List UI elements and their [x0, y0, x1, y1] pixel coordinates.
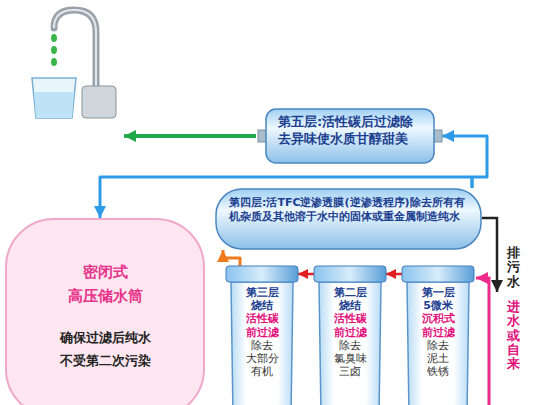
inlet-arrow: [476, 278, 489, 405]
cartridge-body: [266, 109, 434, 163]
canister-cap: [314, 266, 386, 282]
node-content: 密闭式 高压储水筒确保过滤后纯水 不受第二次污染: [5, 218, 205, 373]
membrane-housing: 第四层:活TFC逆渗透膜(逆渗透程序)除去所有有机杂质及其他溶于水中的固体或重金…: [215, 188, 482, 250]
node-text: 除去 大部分 有机: [246, 339, 279, 379]
node-text: 第三层: [246, 286, 279, 299]
water-drop: [51, 58, 57, 66]
flow-label: 排污水: [507, 246, 520, 289]
node-content: 第二层烧结活性碳 前过滤除去 氯臭味 三卤: [314, 266, 386, 378]
node-text: 烧结: [339, 299, 361, 312]
faucet-base: [82, 86, 116, 118]
canister-cap: [226, 266, 298, 282]
flow-connector: [442, 136, 487, 188]
node-text: 第二层: [334, 286, 367, 299]
water-drop: [51, 46, 57, 54]
node-text: 第五层:活性碳后过滤除去异味使水质甘醇甜美: [278, 114, 422, 148]
filter-canister: 第三层烧结活性碳 前过滤除去 大部分 有机: [226, 266, 298, 405]
node-text: 确保过滤后纯水 不受第二次污染: [60, 326, 151, 373]
flow-connector: [386, 273, 402, 276]
node-text: 除去 泥土 铁锈: [427, 339, 449, 379]
canister-body: [231, 282, 293, 405]
tank-body: [6, 219, 204, 405]
flow-connector: [298, 273, 314, 276]
storage-tank: 密闭式 高压储水筒确保过滤后纯水 不受第二次污染: [5, 218, 205, 405]
node-text: 第一层: [422, 286, 455, 299]
node-text: 5微米: [423, 299, 453, 312]
node-text: 活性碳 前过滤: [246, 312, 279, 338]
node-content: 第三层烧结活性碳 前过滤除去 大部分 有机: [226, 266, 298, 378]
node-text: 沉积式 前过滤: [422, 312, 455, 338]
node-text: 烧结: [251, 299, 273, 312]
canister-cap: [402, 266, 474, 282]
storage-tank-outline: [5, 218, 205, 405]
node-content: 第四层:活TFC逆渗透膜(逆渗透程序)除去所有有机杂质及其他溶于水中的固体或重金…: [215, 188, 482, 233]
filter-canister: 第二层烧结活性碳 前过滤除去 氯臭味 三卤: [314, 266, 386, 405]
filter-canister: 第一层5微米沉积式 前过滤除去 泥土 铁锈: [402, 266, 474, 405]
node-text: 第四层:活TFC逆渗透膜(逆渗透程序)除去所有有机杂质及其他溶于水中的固体或重金…: [229, 196, 468, 225]
membrane-body: [216, 189, 481, 249]
filter-cartridge: 第五层:活性碳后过滤除去异味使水质甘醇甜美: [258, 106, 442, 166]
node-content: 第一层5微米沉积式 前过滤除去 泥土 铁锈: [402, 266, 474, 378]
drinking-glass: [32, 78, 76, 118]
outflow-arrow: [124, 134, 256, 138]
node-content: 第五层:活性碳后过滤除去异味使水质甘醇甜美: [258, 106, 442, 156]
flow-label: 进水或自来: [507, 300, 520, 371]
canister-body: [407, 282, 469, 405]
node-text: 除去 氯臭味 三卤: [334, 339, 367, 379]
node-text: 活性碳 前过滤: [334, 312, 367, 338]
canister-body: [319, 282, 381, 405]
node-text: 密闭式 高压储水筒: [68, 260, 143, 308]
glass-water: [34, 92, 74, 118]
flow-connector: [223, 250, 240, 266]
water-drop: [51, 34, 57, 42]
